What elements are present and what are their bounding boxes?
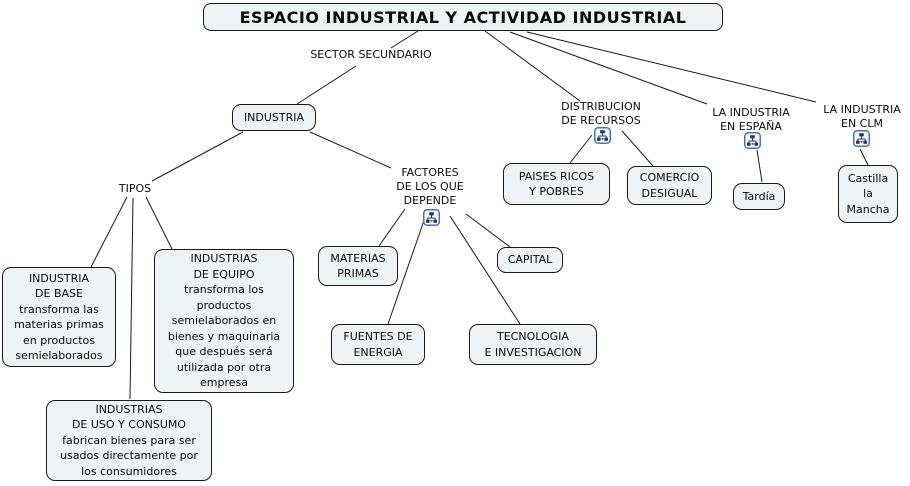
connector-line — [859, 148, 869, 166]
connector-line — [90, 196, 128, 268]
connector-line — [390, 30, 419, 49]
connector-line — [449, 215, 521, 325]
concept-industrias-uso-consumo[interactable]: INDUSTRIAS DE USO Y CONSUMO fabrican bie… — [46, 400, 212, 481]
connector-line — [145, 196, 173, 250]
concept-paises-ricos-y-pobres[interactable]: PAISES RICOS Y POBRES — [503, 163, 610, 205]
concept-tecnologia-investigacion[interactable]: TECNOLOGIA E INVESTIGACION — [469, 324, 597, 365]
connector-line — [296, 65, 357, 105]
concept-materias-primas[interactable]: MATERIAS PRIMAS — [318, 246, 398, 286]
concept-tardia[interactable]: Tardía — [733, 183, 785, 210]
linked-concept-map-icon[interactable] — [594, 127, 611, 144]
linked-concept-map-icon[interactable] — [423, 209, 440, 226]
connector-line — [569, 134, 593, 164]
connector-line — [484, 30, 581, 102]
linked-concept-map-icon[interactable] — [853, 130, 870, 147]
connector-line — [309, 131, 392, 169]
concept-castilla-la-mancha[interactable]: Castilla la Mancha — [838, 165, 898, 223]
concept-industria[interactable]: INDUSTRIA — [232, 104, 316, 131]
connector-line — [526, 31, 817, 103]
concept-industrias-de-equipo[interactable]: INDUSTRIAS DE EQUIPO transforma los prod… — [154, 249, 294, 393]
connector-line — [129, 197, 134, 400]
connector-line — [621, 130, 654, 167]
linking-phrase-industria-clm[interactable]: LA INDUSTRIA EN CLM — [823, 102, 901, 130]
concept-capital[interactable]: CAPITAL — [497, 247, 563, 273]
connector-line — [151, 131, 244, 182]
linking-phrase-industria-espana[interactable]: LA INDUSTRIA EN ESPAÑA — [712, 105, 790, 133]
linking-phrase-distribucion[interactable]: DISTRIBUCION DE RECURSOS — [561, 99, 641, 127]
concept-industria-de-base[interactable]: INDUSTRIA DE BASE transforma las materia… — [2, 267, 116, 367]
linking-phrase-sector-secundario[interactable]: SECTOR SECUNDARIO — [310, 47, 432, 61]
concept-comercio-desigual[interactable]: COMERCIO DESIGUAL — [627, 166, 712, 205]
connector-line — [465, 213, 511, 248]
connector-line — [756, 149, 763, 183]
concept-fuentes-energia[interactable]: FUENTES DE ENERGIA — [331, 324, 425, 365]
linking-phrase-tipos[interactable]: TIPOS — [118, 181, 152, 195]
connector-line — [387, 208, 429, 325]
map-title[interactable]: ESPACIO INDUSTRIAL Y ACTIVIDAD INDUSTRIA… — [203, 3, 723, 31]
connector-line — [378, 208, 406, 247]
linked-concept-map-icon[interactable] — [744, 132, 761, 149]
linking-phrase-factores[interactable]: FACTORES DE LOS QUE DEPENDE — [396, 165, 464, 207]
connector-line — [509, 31, 708, 105]
